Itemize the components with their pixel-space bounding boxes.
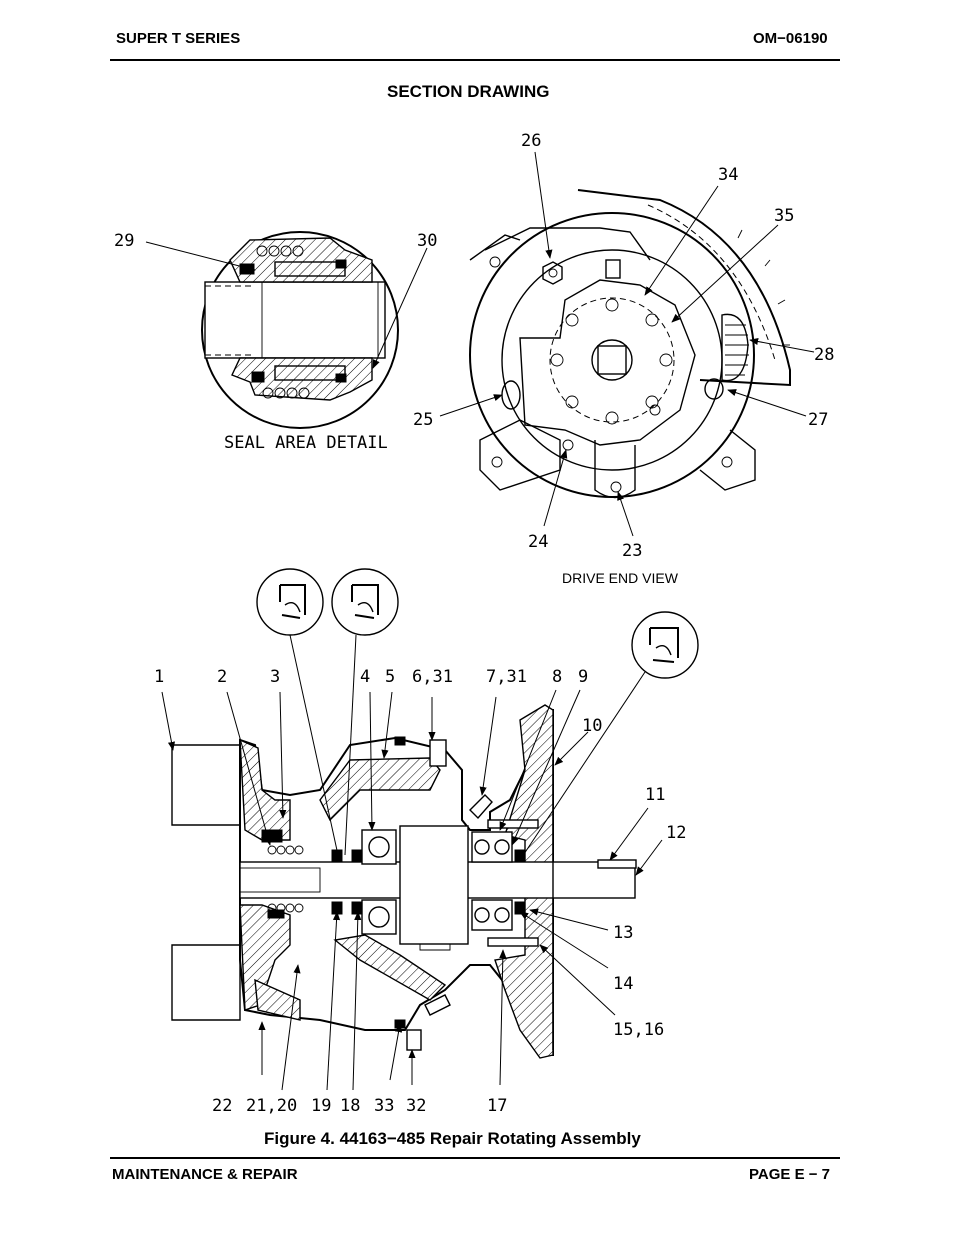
callout-7-31: 7,31 bbox=[486, 667, 527, 687]
callout-15-16: 15,16 bbox=[613, 1020, 664, 1040]
drive-end-view bbox=[469, 189, 791, 499]
callout-25: 25 bbox=[413, 410, 433, 430]
oil-seal-inset-middle bbox=[331, 568, 399, 636]
callout-35: 35 bbox=[774, 206, 794, 226]
header-series: SUPER T SERIES bbox=[116, 30, 241, 47]
callout-13: 13 bbox=[613, 923, 633, 943]
callout-21-20: 21,20 bbox=[246, 1096, 297, 1116]
header-rule bbox=[110, 59, 840, 61]
oil-seal-inset-right bbox=[631, 611, 699, 679]
callout-33: 33 bbox=[374, 1096, 394, 1116]
callout-11: 11 bbox=[645, 785, 665, 805]
callout-34: 34 bbox=[718, 165, 738, 185]
callout-32: 32 bbox=[406, 1096, 426, 1116]
callout-30: 30 bbox=[417, 231, 437, 251]
callout-2: 2 bbox=[217, 667, 227, 687]
footer-section: MAINTENANCE & REPAIR bbox=[112, 1166, 298, 1183]
callout-12: 12 bbox=[666, 823, 686, 843]
callout-26: 26 bbox=[521, 131, 541, 151]
leader-lines bbox=[145, 151, 815, 1091]
callout-18: 18 bbox=[340, 1096, 360, 1116]
seal-detail-callouts: 29 30 SEAL AREA DETAIL bbox=[114, 231, 437, 453]
figure-caption: Figure 4. 44163−485 Repair Rotating Asse… bbox=[264, 1129, 641, 1148]
callout-8: 8 bbox=[552, 667, 562, 687]
callout-6-31: 6,31 bbox=[412, 667, 453, 687]
callout-24: 24 bbox=[528, 532, 548, 552]
callout-19: 19 bbox=[311, 1096, 331, 1116]
callout-4: 4 bbox=[360, 667, 370, 687]
assembly-bottom-callouts: 22 21,20 19 18 33 32 17 bbox=[212, 1096, 507, 1116]
callout-1: 1 bbox=[154, 667, 164, 687]
callout-29: 29 bbox=[114, 231, 134, 251]
assembly-top-callouts: 1 2 3 4 5 6,31 7,31 8 9 10 bbox=[154, 667, 602, 736]
callout-23: 23 bbox=[622, 541, 642, 561]
drive-end-callouts: 26 34 35 28 27 25 24 23 bbox=[413, 131, 834, 561]
rotating-assembly-section bbox=[171, 704, 637, 1059]
header-manual-number: OM−06190 bbox=[753, 30, 828, 47]
footer-rule bbox=[110, 1157, 840, 1159]
callout-3: 3 bbox=[270, 667, 280, 687]
assembly-right-callouts: 11 12 13 14 15,16 bbox=[613, 785, 686, 1040]
callout-10: 10 bbox=[582, 716, 602, 736]
section-title: SECTION DRAWING bbox=[387, 82, 550, 101]
callout-9: 9 bbox=[578, 667, 588, 687]
callout-5: 5 bbox=[385, 667, 395, 687]
footer-page-number: PAGE E − 7 bbox=[749, 1166, 831, 1183]
callout-27: 27 bbox=[808, 410, 828, 430]
callout-22: 22 bbox=[212, 1096, 232, 1116]
callout-17: 17 bbox=[487, 1096, 507, 1116]
callout-14: 14 bbox=[613, 974, 633, 994]
seal-area-detail-label: SEAL AREA DETAIL bbox=[224, 433, 388, 453]
seal-area-detail bbox=[201, 231, 399, 429]
oil-seal-inset-left bbox=[256, 568, 324, 636]
drive-end-view-label: DRIVE END VIEW bbox=[562, 570, 678, 586]
callout-28: 28 bbox=[814, 345, 834, 365]
